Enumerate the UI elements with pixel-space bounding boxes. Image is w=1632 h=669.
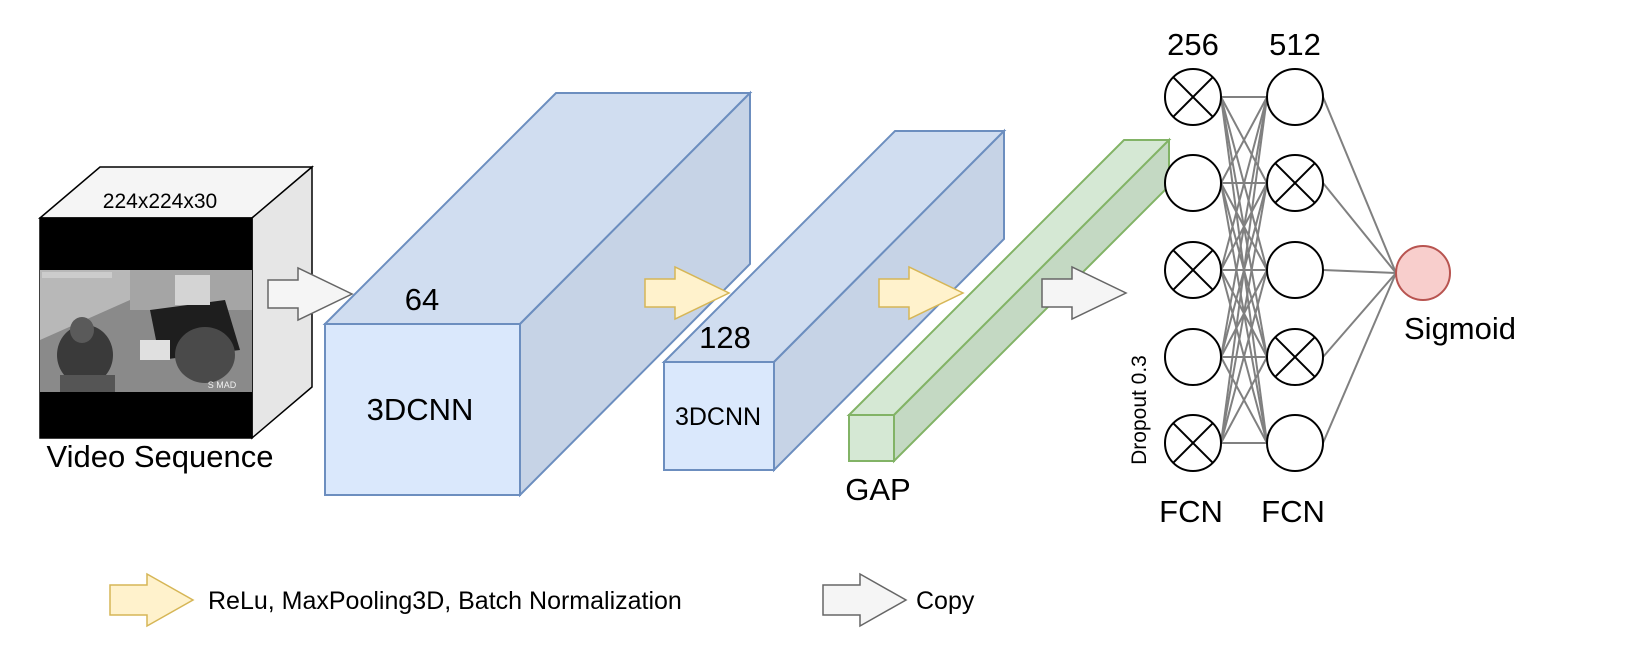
fc2-output-edge [1322, 272, 1397, 358]
conv1-filters-label: 64 [405, 282, 439, 317]
legend-copy-text: Copy [916, 587, 975, 615]
conv2-label: 3DCNN [675, 403, 761, 431]
fc2-units-label: 512 [1269, 27, 1321, 62]
fc1-dropout-label: Dropout 0.3 [1128, 355, 1151, 465]
fc2-output-edge [1322, 272, 1397, 444]
fc1-fc2-edge [1220, 182, 1268, 444]
fc1-neuron [1164, 154, 1222, 212]
legend-relu-text: ReLu, MaxPooling3D, Batch Normalization [208, 587, 682, 615]
fc1-dropped-neuron [1164, 241, 1222, 299]
gap-label: GAP [845, 472, 910, 507]
sigmoid-output-neuron [1395, 245, 1451, 301]
fc1-fc2-edge [1220, 269, 1268, 444]
input-dims-label: 224x224x30 [103, 190, 217, 213]
relu-arrow-conv1-conv2 [644, 265, 731, 321]
fc2-neuron [1266, 241, 1324, 299]
conv1-front [324, 323, 521, 496]
fc1-fc2-edge [1220, 96, 1268, 444]
gap-front [848, 414, 895, 462]
fc-edges [1220, 96, 1397, 444]
fc1-dropped-neuron [1164, 414, 1222, 472]
fc2-dropped-neuron [1266, 154, 1324, 212]
fc1-fc2-edge [1220, 96, 1268, 358]
input-video-cube: S MAD 224x224x30 [37, 165, 315, 440]
fc2-output-edge [1322, 269, 1397, 274]
legend-relu-arrow-icon [109, 572, 195, 628]
copy-arrow-input-conv1 [267, 266, 354, 322]
fc1-units-label: 256 [1167, 27, 1219, 62]
sigmoid-label: Sigmoid [1404, 311, 1516, 346]
conv1-label: 3DCNN [367, 392, 474, 427]
copy-arrow-gap-fcn [1041, 265, 1128, 321]
video-frame-image: S MAD [40, 270, 252, 392]
legend: ReLu, MaxPooling3D, Batch Normalization … [109, 572, 975, 628]
gap-block: GAP [845, 137, 1172, 507]
fc2-neuron [1266, 414, 1324, 472]
fc2-neuron [1266, 68, 1324, 126]
fc2-output-edge [1322, 96, 1397, 274]
fc1-dropped-neuron [1164, 68, 1222, 126]
legend-copy-arrow-icon [822, 572, 908, 628]
input-caption: Video Sequence [47, 439, 274, 474]
conv1-block: 64 3DCNN [322, 90, 753, 498]
fc1-fc2-edge [1220, 96, 1268, 184]
conv2-front [663, 361, 775, 471]
fc1-neuron [1164, 328, 1222, 386]
fc1-fc2-edge [1220, 356, 1268, 444]
fc-nodes [1164, 68, 1451, 472]
fc2-label: FCN [1261, 494, 1325, 529]
relu-arrow-conv2-gap [878, 265, 965, 321]
fc1-label: FCN [1159, 494, 1223, 529]
fc2-dropped-neuron [1266, 328, 1324, 386]
fc1-fc2-edge [1220, 96, 1268, 271]
conv2-filters-label: 128 [699, 320, 751, 355]
fc2-output-edge [1322, 182, 1397, 274]
video-frame-watermark: S MAD [208, 380, 237, 390]
